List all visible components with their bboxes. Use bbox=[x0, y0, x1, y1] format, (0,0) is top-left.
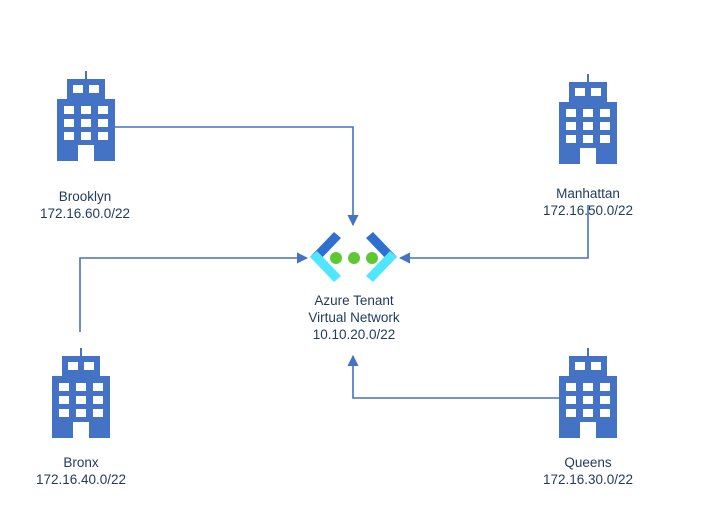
site-label-brooklyn: Brooklyn 172.16.60.0/22 bbox=[20, 188, 150, 222]
site-cidr: 172.16.40.0/22 bbox=[35, 472, 127, 487]
link-bronx-to-hub bbox=[79, 252, 309, 332]
link-manhattan-to-hub bbox=[398, 205, 589, 264]
site-name: Brooklyn bbox=[58, 189, 112, 204]
site-cidr: 172.16.30.0/22 bbox=[542, 472, 634, 487]
hub-label: Azure Tenant Virtual Network 10.10.20.0/… bbox=[284, 292, 424, 343]
site-label-bronx: Bronx 172.16.40.0/22 bbox=[16, 454, 146, 488]
virtual-network-icon bbox=[310, 232, 397, 282]
building-icon bbox=[559, 74, 617, 164]
site-name: Bronx bbox=[63, 455, 99, 470]
link-brooklyn-to-hub bbox=[115, 126, 359, 227]
building-icon bbox=[57, 71, 115, 161]
site-label-manhattan: Manhattan 172.16.50.0/22 bbox=[523, 185, 653, 219]
site-cidr: 172.16.60.0/22 bbox=[39, 206, 131, 221]
link-queens-to-hub bbox=[347, 354, 560, 399]
building-icon bbox=[559, 348, 617, 438]
site-name: Manhattan bbox=[556, 186, 620, 201]
hub-name-line2: Virtual Network bbox=[308, 310, 400, 325]
site-name: Queens bbox=[564, 455, 612, 470]
site-label-queens: Queens 172.16.30.0/22 bbox=[523, 454, 653, 488]
hub-cidr: 10.10.20.0/22 bbox=[312, 327, 396, 342]
building-icon bbox=[52, 348, 110, 438]
hub-name-line1: Azure Tenant bbox=[314, 293, 394, 308]
site-cidr: 172.16.50.0/22 bbox=[542, 203, 634, 218]
